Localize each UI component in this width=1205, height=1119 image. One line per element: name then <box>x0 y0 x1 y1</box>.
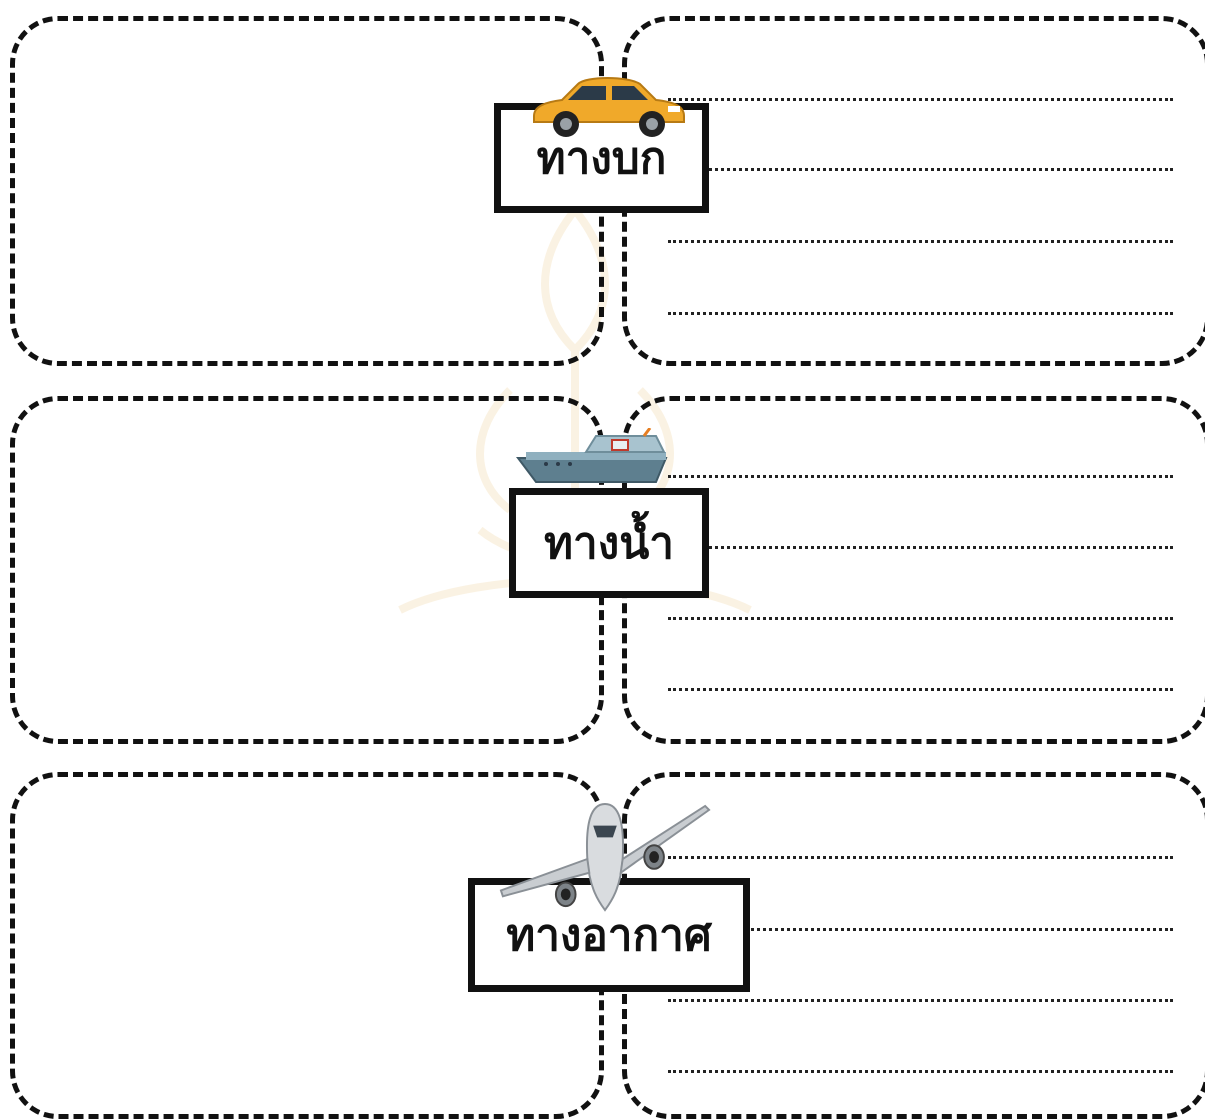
boat-icon <box>516 428 668 483</box>
answer-line <box>668 1070 1173 1073</box>
answer-line <box>668 999 1173 1002</box>
answer-line <box>668 856 1173 859</box>
answer-line <box>668 168 1173 171</box>
car-icon <box>533 77 685 137</box>
right-box-water <box>622 396 1205 744</box>
section-label-land: ทางบก <box>494 103 709 213</box>
answer-line <box>668 617 1173 620</box>
answer-line <box>668 240 1173 243</box>
answer-line <box>668 475 1173 478</box>
section-label-water: ทางน้ำ <box>509 488 709 598</box>
answer-line <box>668 688 1173 691</box>
answer-line <box>668 312 1173 315</box>
answer-line <box>668 546 1173 549</box>
answer-line <box>668 98 1173 101</box>
airplane-icon <box>499 803 711 912</box>
answer-line <box>668 928 1173 931</box>
